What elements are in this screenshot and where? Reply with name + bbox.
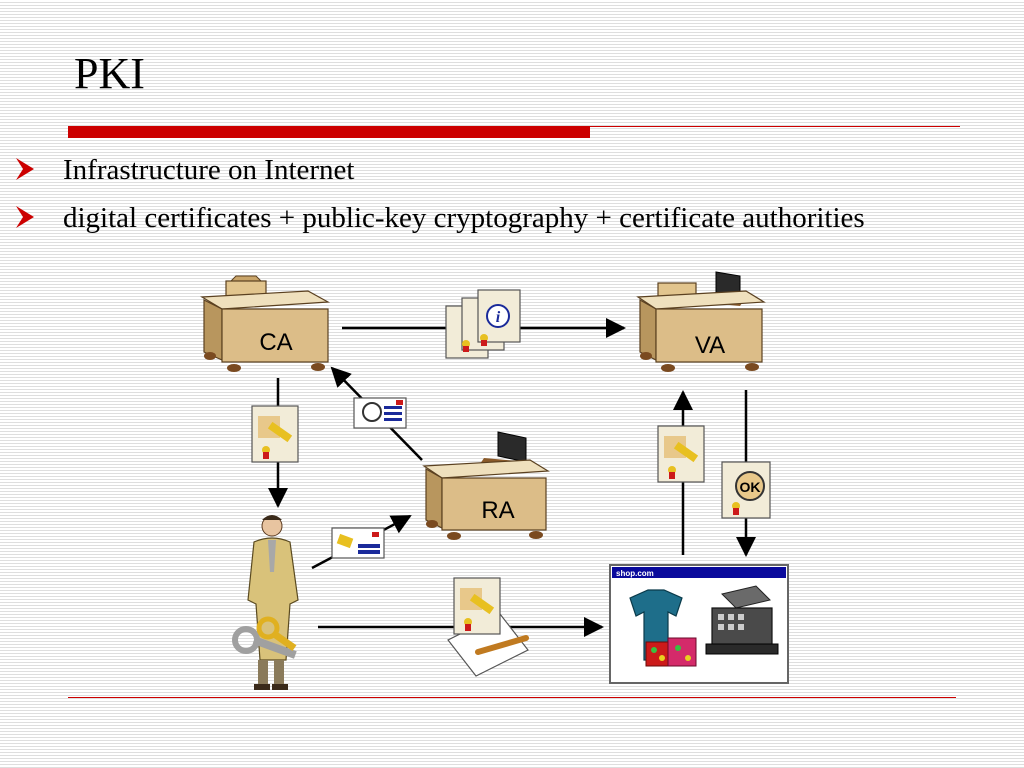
arrow-bullet-icon <box>16 206 34 228</box>
certificate-stack-icon: i <box>445 289 521 359</box>
shop-window: shop.com <box>609 564 789 684</box>
svg-text:i: i <box>496 309 501 326</box>
title-underline-thin <box>590 126 960 127</box>
slide-title: PKI <box>74 49 145 98</box>
certificate-request-card-icon <box>353 397 407 429</box>
signed-certificate-icon <box>447 577 529 677</box>
bullet-text: digital certificates + public-key crypto… <box>63 202 865 234</box>
certificate-icon <box>657 425 705 483</box>
certificate-icon <box>251 405 299 463</box>
arrow-bullet-icon <box>16 158 34 180</box>
ok-label: OK <box>740 479 761 495</box>
window-title-text: shop.com <box>616 569 654 578</box>
ra-label: RA <box>481 497 514 524</box>
ca-desk: CA <box>200 275 331 372</box>
title-underline <box>68 126 590 138</box>
ok-certificate-icon: OK <box>721 461 771 519</box>
ca-label: CA <box>259 329 292 356</box>
pen-icon <box>475 635 529 655</box>
window-title-bar <box>612 567 786 578</box>
user-figure <box>232 515 299 690</box>
va-label: VA <box>695 332 725 359</box>
shirt-icon <box>629 589 683 661</box>
footer-rule <box>68 697 956 698</box>
bullet-text: Infrastructure on Internet <box>63 154 355 186</box>
gift-box-icon <box>645 637 697 667</box>
ra-desk: RA <box>422 431 550 540</box>
va-desk: VA <box>636 271 766 372</box>
key-icon <box>232 616 297 659</box>
registration-card-icon <box>331 527 385 559</box>
pki-diagram: CA VA RA i <box>200 271 789 690</box>
cash-register-icon <box>705 585 779 655</box>
